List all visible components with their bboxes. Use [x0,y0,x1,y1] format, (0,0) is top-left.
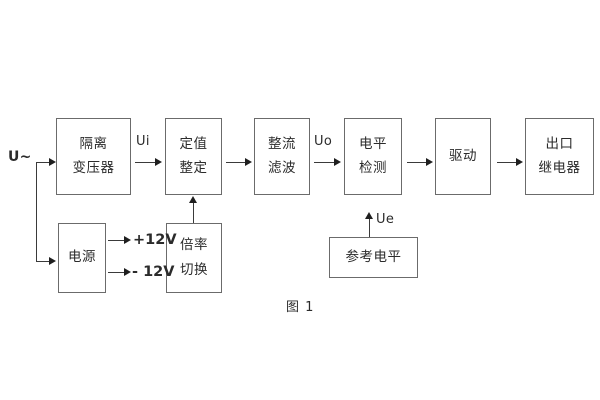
arrowhead-transformer-to-setting-icon [155,158,162,166]
arrowhead-reference-to-level-icon [365,212,373,219]
block-isolation-transformer-line1: 隔离 [79,135,108,152]
label-rail-positive: +12V [133,232,177,248]
block-reference-level-line1: 参考电平 [345,248,402,265]
connector-u-to-transformer [36,162,50,163]
connector-driver-to-relay [497,162,519,163]
block-power-supply-line1: 电源 [68,249,96,266]
arrowhead-u-to-transformer-icon [49,158,56,166]
signal-label-uo: Uo [314,134,333,149]
connector-rail-negative [108,272,126,273]
block-level-detection[interactable]: 电平 检测 [344,118,402,195]
signal-label-ue: Ue [376,212,395,227]
connector-transformer-to-setting [135,162,157,163]
arrowhead-u-to-power-supply-icon [49,257,56,265]
connector-reference-to-level [369,216,370,237]
block-output-relay-line1: 出口 [545,135,574,152]
block-output-relay-line2: 继电器 [538,160,581,176]
arrowhead-rail-positive-icon [124,236,131,244]
block-setting-value-line2: 整定 [179,160,208,176]
arrowhead-setting-to-rectifier-icon [245,158,252,166]
connector-setting-to-rectifier [226,162,248,163]
block-level-detection-line2: 检测 [359,160,387,176]
arrowhead-multiplier-to-setting-icon [189,196,197,203]
signal-label-ui: Ui [136,134,150,149]
block-setting-value-line1: 定值 [179,135,208,152]
arrowhead-level-to-driver-icon [426,158,433,166]
arrowhead-rectifier-to-level-icon [334,158,341,166]
label-rail-negative: - 12V [132,264,175,280]
arrowhead-driver-to-relay-icon [516,158,523,166]
input-label-u-ac: U~ [8,149,32,165]
block-rectifier-filter-line2: 滤波 [268,160,296,176]
connector-rail-positive [108,240,126,241]
block-isolation-transformer-line2: 变压器 [72,160,115,176]
connector-multiplier-to-setting [193,200,194,223]
block-driver-line1: 驱动 [449,147,477,164]
block-rectifier-filter-line1: 整流 [268,135,296,152]
block-driver[interactable]: 驱动 [435,118,491,195]
block-power-supply[interactable]: 电源 [58,223,106,293]
figure-caption: 图 1 [286,300,315,315]
connector-rectifier-to-level [314,162,336,163]
connector-u-to-power-supply [36,261,50,262]
block-reference-level[interactable]: 参考电平 [329,237,418,278]
arrowhead-rail-negative-icon [124,268,131,276]
block-multiplier-switch-line1: 倍率 [180,237,208,253]
block-multiplier-switch[interactable]: 倍率 切换 [166,223,222,293]
block-rectifier-filter[interactable]: 整流 滤波 [254,118,310,195]
block-output-relay[interactable]: 出口 继电器 [525,118,594,195]
connector-input-bus [36,162,37,261]
block-setting-value[interactable]: 定值 整定 [165,118,222,195]
block-isolation-transformer[interactable]: 隔离 变压器 [56,118,131,195]
connector-level-to-driver [407,162,429,163]
block-multiplier-switch-line2: 切换 [180,261,208,278]
block-level-detection-line1: 电平 [359,135,387,152]
